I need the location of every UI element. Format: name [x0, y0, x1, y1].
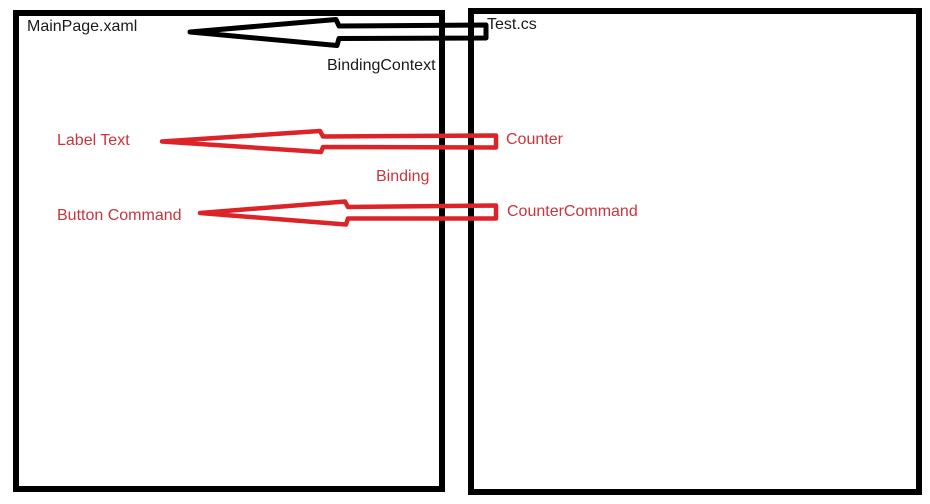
button-command-label: Button Command	[57, 207, 182, 224]
test-cs-box	[468, 8, 922, 495]
counter-command-label: CounterCommand	[507, 203, 638, 220]
right-box-title: Test.cs	[487, 16, 537, 33]
binding-label: Binding	[376, 168, 430, 185]
binding-context-label: BindingContext	[327, 57, 436, 74]
left-box-title: MainPage.xaml	[27, 18, 138, 35]
counter-label: Counter	[506, 131, 563, 148]
mainpage-xaml-box	[13, 10, 445, 492]
label-text-label: Label Text	[57, 132, 130, 149]
